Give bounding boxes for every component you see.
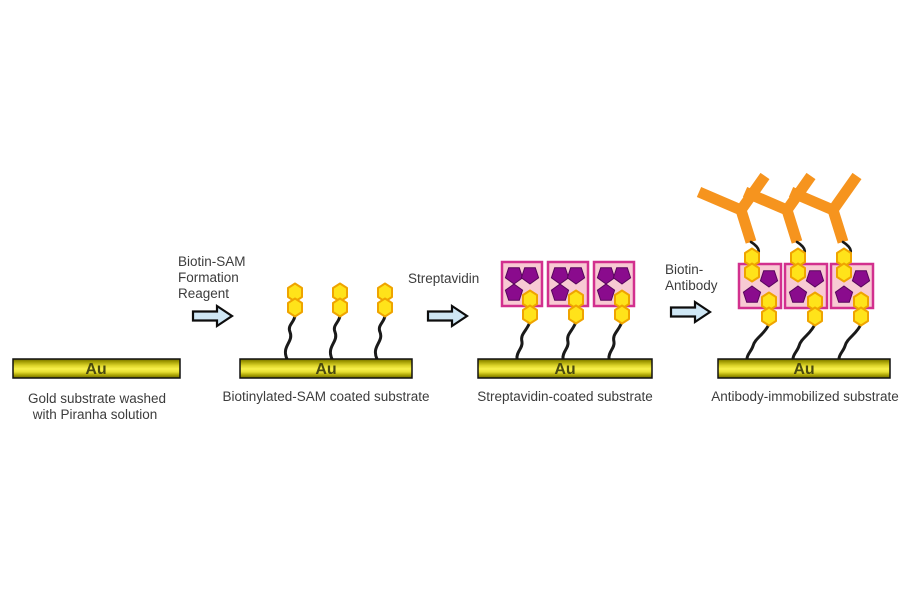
stage-caption: Antibody-immobilized substrate bbox=[711, 389, 899, 404]
step-label: Streptavidin bbox=[408, 271, 479, 286]
step-label: Biotin-SAM bbox=[178, 254, 246, 269]
step-label: Formation bbox=[178, 270, 239, 285]
right-arrow-icon bbox=[669, 300, 712, 324]
stage-4-antibody-immobilized: Au Antibody-immobilized substrate bbox=[699, 176, 899, 404]
right-arrow-icon bbox=[191, 304, 234, 328]
step-1-arrow-group: Biotin-SAM Formation Reagent bbox=[178, 254, 246, 328]
stage-caption: with Piranha solution bbox=[32, 407, 158, 422]
streptavidin-square bbox=[594, 262, 634, 359]
step-label: Antibody bbox=[665, 278, 718, 293]
sam-chain-biotin bbox=[375, 284, 392, 360]
stage-2-biotinylated-sam: Au Biotinylated-SAM coated substrate bbox=[222, 284, 430, 404]
stage-1-gold-substrate: Au Gold substrate washed with Piranha so… bbox=[12, 358, 181, 422]
substrate-au-label: Au bbox=[793, 361, 814, 378]
step-label: Biotin- bbox=[665, 262, 703, 277]
sam-chain-biotin bbox=[330, 284, 347, 360]
step-3-arrow-group: Biotin- Antibody bbox=[665, 262, 718, 324]
gold-substrate-bar bbox=[239, 358, 413, 379]
substrate-au-label: Au bbox=[85, 361, 106, 378]
step-2-arrow-group: Streptavidin bbox=[408, 271, 479, 328]
stage-caption: Streptavidin-coated substrate bbox=[477, 389, 653, 404]
gold-substrate-bar bbox=[717, 358, 891, 379]
substrate-au-label: Au bbox=[315, 361, 336, 378]
stage-caption: Biotinylated-SAM coated substrate bbox=[222, 389, 429, 404]
substrate-au-label: Au bbox=[554, 361, 575, 378]
sam-chain-biotin bbox=[285, 284, 302, 360]
stage-3-streptavidin-coated: Au Streptavidin-coated substrate bbox=[477, 262, 653, 404]
stage-caption: Gold substrate washed bbox=[28, 391, 166, 406]
gold-substrate-bar bbox=[477, 358, 653, 379]
streptavidin-square bbox=[548, 262, 588, 359]
streptavidin-square bbox=[502, 262, 542, 359]
right-arrow-icon bbox=[426, 304, 469, 328]
step-label: Reagent bbox=[178, 286, 229, 301]
gold-substrate-bar bbox=[12, 358, 181, 379]
